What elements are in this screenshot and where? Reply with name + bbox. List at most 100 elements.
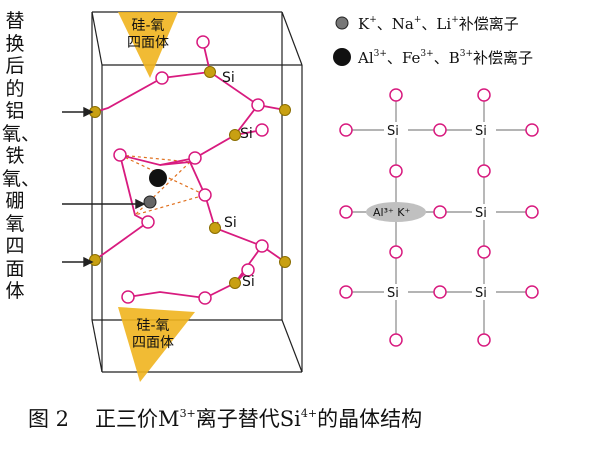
center-substitution-label: Al³⁺ K⁺ xyxy=(373,206,411,219)
caption-part: 的晶体结构 xyxy=(317,407,423,431)
ion-charge: + xyxy=(369,15,377,25)
si-label: Si xyxy=(222,70,235,86)
separator: 、 xyxy=(386,49,402,67)
silicon-atom xyxy=(209,222,221,234)
grid-oxygen xyxy=(389,245,403,259)
grid-oxygen xyxy=(433,205,447,219)
legend-ion: Fe3+ xyxy=(402,49,434,67)
grid-oxygen xyxy=(389,333,403,347)
grid-oxygen xyxy=(339,123,353,137)
si-label: Si xyxy=(242,274,255,290)
grid-si-label: Si xyxy=(475,124,487,139)
ion-charge: 3+ xyxy=(373,49,387,59)
caption-part: 4+ xyxy=(300,407,318,420)
left-vertical-label: 替换后的铝氧、铁氧、硼氧四面体 xyxy=(2,10,41,302)
legend-suffix: 补偿离子 xyxy=(458,15,519,33)
legend-suffix: 补偿离子 xyxy=(473,49,534,67)
ion-charge: + xyxy=(413,15,422,25)
oxygen-bonds xyxy=(94,41,286,299)
si-label-bg xyxy=(384,284,408,300)
oxygen-atom xyxy=(255,239,269,253)
ion-charge: + xyxy=(451,15,459,25)
bottom-tetra-label-line2: 四面体 xyxy=(132,335,174,351)
ion-symbol: K xyxy=(358,15,370,33)
ion-symbol: Na xyxy=(391,15,414,33)
substitution-site xyxy=(366,202,426,222)
grid-oxygen xyxy=(339,205,353,219)
si-label-bg xyxy=(472,122,496,138)
ion-symbol: Fe xyxy=(401,49,421,67)
si-label: Si xyxy=(240,126,253,142)
legend-ion: Al3+ xyxy=(358,49,387,67)
legend-large-ion-symbol xyxy=(333,48,351,66)
si-label-bg xyxy=(472,284,496,300)
silicon-atom xyxy=(204,66,216,78)
caption-part: 正三价M xyxy=(95,407,180,431)
si-labels-left: Si Si Si Si xyxy=(222,70,255,290)
legend-ion: Na+ xyxy=(392,15,422,33)
legend-small-ions: K+、Na+、Li+补偿离子 xyxy=(358,13,519,34)
oxygen-atom xyxy=(188,151,202,165)
top-tetra-label: 硅-氧 四面体 xyxy=(113,18,183,52)
oxygen-atom xyxy=(198,291,212,305)
si-label: Si xyxy=(224,215,237,231)
grid-si-label: Si xyxy=(475,206,487,221)
grid-oxygen xyxy=(389,164,403,178)
top-tetra-label-line2: 四面体 xyxy=(127,35,169,51)
silicon-atom xyxy=(229,129,241,141)
trivalent-cation xyxy=(149,169,167,187)
grid-si-label: Si xyxy=(475,286,487,301)
bottom-tetra-label: 硅-氧 四面体 xyxy=(118,318,188,352)
ion-symbol: B xyxy=(448,49,460,67)
oxygen-atom xyxy=(121,290,135,304)
figure-caption: 图 2 正三价M3+离子替代Si4+的晶体结构 xyxy=(28,403,588,433)
grid-oxygen xyxy=(525,285,539,299)
grid-oxygen xyxy=(477,333,491,347)
bottom-silica-tetrahedron xyxy=(118,307,195,382)
oxygen-atom xyxy=(251,98,265,112)
grid-oxygen xyxy=(477,245,491,259)
grid-oxygen xyxy=(433,285,447,299)
caption-text: 正三价M3+离子替代Si4+的晶体结构 xyxy=(95,407,422,431)
si-label-bg xyxy=(472,204,496,220)
grid-oxygen-atoms xyxy=(339,88,539,347)
silicon-atom xyxy=(89,254,101,266)
oxygen-atom xyxy=(141,215,155,229)
monovalent-cation xyxy=(143,195,157,209)
silicon-atom xyxy=(229,277,241,289)
ion-symbol: Li xyxy=(436,15,452,33)
grid-si-label: Si xyxy=(387,286,399,301)
oxygen-atom xyxy=(198,188,212,202)
grid-oxygen xyxy=(477,164,491,178)
pointer-arrows xyxy=(62,106,146,268)
si-label-bg xyxy=(384,122,408,138)
grid-oxygen xyxy=(525,123,539,137)
figure-number: 图 2 xyxy=(28,407,70,431)
oxygen-atoms xyxy=(113,35,269,305)
caption-part: 离子替代Si xyxy=(195,407,301,431)
grid-oxygen xyxy=(433,123,447,137)
oxygen-atom xyxy=(241,263,255,277)
grid-oxygen xyxy=(525,205,539,219)
grid-oxygen xyxy=(389,88,403,102)
oxygen-atom xyxy=(113,148,127,162)
grid-oxygen xyxy=(339,285,353,299)
legend-small-ion-symbol xyxy=(335,16,349,30)
legend-ion: K+ xyxy=(358,15,377,33)
ion-symbol: Al xyxy=(358,49,374,67)
oxygen-atom xyxy=(196,35,210,49)
oxygen-atom xyxy=(255,123,269,137)
bottom-tetra-label-line1: 硅-氧 xyxy=(136,318,170,334)
ion-charge: 3+ xyxy=(459,49,474,59)
silicon-atom xyxy=(279,104,291,116)
separator: 、 xyxy=(376,15,392,33)
caption-part: 3+ xyxy=(179,407,196,420)
silicon-atom xyxy=(279,256,291,268)
separator: 、 xyxy=(433,49,449,67)
legend-large-ions: Al3+、Fe3+、B3+补偿离子 xyxy=(358,47,533,68)
grid-oxygen xyxy=(477,88,491,102)
grid-si-label: Si xyxy=(387,124,399,139)
legend-ion: B3+ xyxy=(449,49,473,67)
